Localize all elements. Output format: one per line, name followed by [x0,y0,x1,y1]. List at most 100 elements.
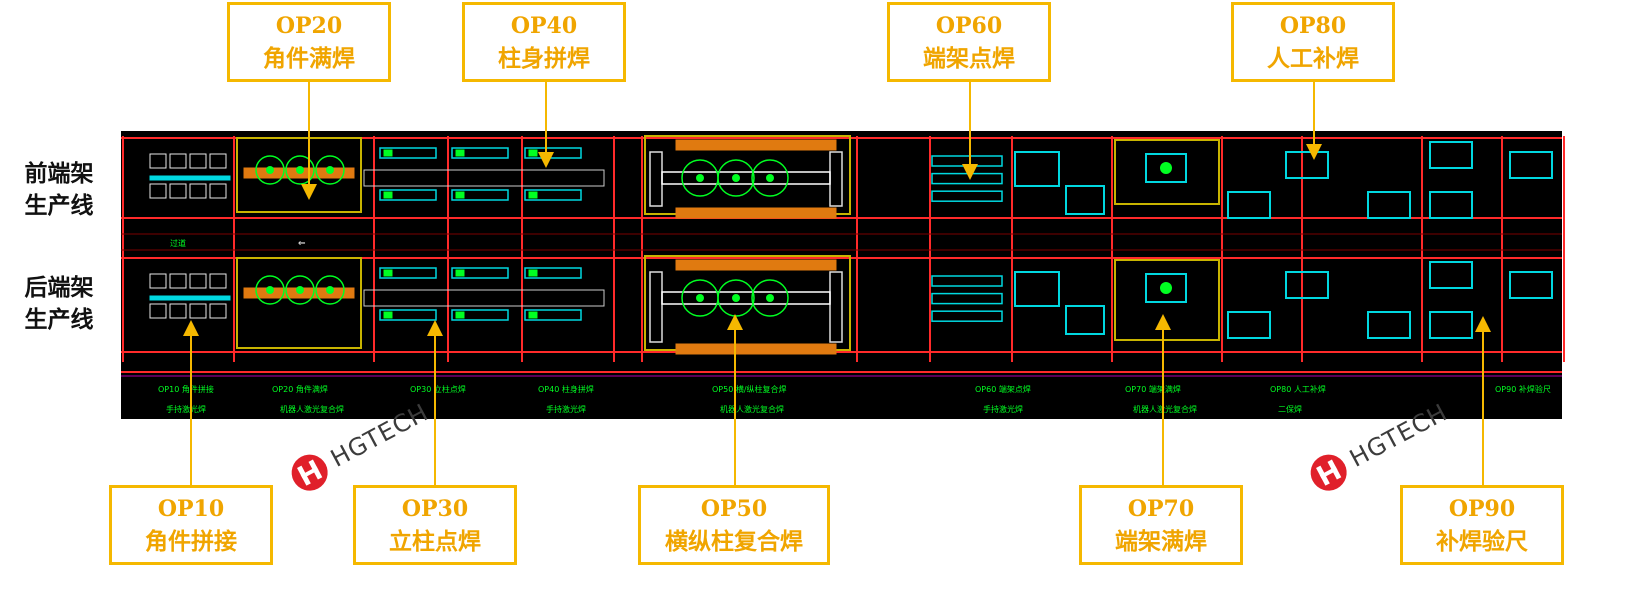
robot-envelope [285,275,315,305]
callout-op50: OP50 横纵柱复合焊 [638,485,830,565]
station-legend-process: 机器人激光复合焊 [720,404,784,414]
welding-table [1367,311,1411,339]
robot-base [266,286,274,294]
callout-op40: OP40 柱身拼焊 [462,2,626,82]
callout-name: 横纵柱复合焊 [665,529,803,555]
robot-base [766,294,774,302]
callout-name: 角件拼接 [145,529,237,555]
station-legend-process: 机器人激光复合焊 [1133,404,1197,414]
callout-name: 补焊验尺 [1436,529,1528,555]
robot-envelope [315,155,345,185]
welding-table [1429,311,1473,339]
fixture-box [149,273,167,289]
clamp [455,191,465,199]
callout-name: 人工补焊 [1267,46,1359,72]
welding-cell [236,257,362,349]
fixture-rail [379,147,437,159]
front-frame-line-label-2: 生产线 [24,193,94,219]
robot-envelope [285,155,315,185]
clamp [383,311,393,319]
station-legend-process: 机器人激光复合焊 [280,404,344,414]
fixture-rail [524,309,582,321]
fixture-rail [451,267,509,279]
robot-envelope [255,155,285,185]
jig-frame [363,289,605,307]
callout-code: OP80 [1279,13,1347,39]
callout-op90: OP90 补焊验尺 [1400,485,1564,565]
station-legend-process: 手持激光焊 [546,404,586,414]
callout-code: OP10 [157,496,225,522]
conveyor-strip [149,295,231,301]
clamp [528,269,538,277]
callout-code: OP20 [275,13,343,39]
station-legend: OP20 角件满焊 [272,384,328,394]
welding-table [1014,151,1060,187]
fixture-box [169,303,187,319]
conveyor [675,259,837,271]
station-legend: OP30 立柱点焊 [410,384,466,394]
clamp [528,311,538,319]
robot-base [296,286,304,294]
fixture-rail [931,190,1003,202]
aisle-label: 过道 [170,238,186,248]
fixture-box [149,183,167,199]
callout-code: OP50 [700,496,768,522]
fixture-box [209,183,227,199]
fixture-box [169,153,187,169]
rear-frame-line-label-1: 后端架 [24,275,94,301]
station-legend: OP10 角件拼接 [158,384,214,394]
fixture-box [189,153,207,169]
station-legend: OP90 补焊验尺 [1495,384,1551,394]
fixture-rail [379,309,437,321]
conveyor [675,207,837,219]
welding-table [1065,305,1105,335]
clamp [455,269,465,277]
robot-base [732,294,740,302]
front-frame-line-label-1: 前端架 [24,161,94,187]
callout-code: OP90 [1448,496,1516,522]
callout-name: 端架点焊 [923,46,1015,72]
aisle-arrow: ⇐ [298,239,306,249]
welding-table [1509,271,1553,299]
fixture-rail [524,267,582,279]
clamp [383,269,393,277]
station-legend-process: 手持激光焊 [166,404,206,414]
fixture-box [169,273,187,289]
fixture-rail [379,189,437,201]
station-legend: OP40 柱身拼焊 [538,384,594,394]
conveyor [675,139,837,151]
fixture-box [209,153,227,169]
hgtech-logo-icon [291,454,328,491]
callout-name: 柱身拼焊 [498,46,590,72]
station-legend: OP50 横/纵柱复合焊 [712,384,787,394]
front-frame-line-label: 前端架 生产线 [4,158,114,222]
robot-base [766,174,774,182]
station-legend: OP70 端架满焊 [1125,384,1181,394]
welding-table [1227,191,1271,219]
hgtech-watermark-right: HGTECH [1302,393,1455,500]
station-legend: OP80 人工补焊 [1270,384,1326,394]
frame-end [649,271,663,343]
robot-base [326,166,334,174]
callout-code: OP40 [510,13,578,39]
callout-op30: OP30 立柱点焊 [353,485,517,565]
fixture-rail [451,309,509,321]
robot-base [732,174,740,182]
callout-op60: OP60 端架点焊 [887,2,1051,82]
frame-end [829,271,843,343]
welding-table [1367,191,1411,219]
fixture-box [169,183,187,199]
callout-name: 角件满焊 [263,46,355,72]
welding-table [1014,271,1060,307]
fixture-box [149,303,167,319]
robot-envelope [717,159,755,197]
welding-table [1145,153,1187,183]
fixture-box [189,183,207,199]
welding-cell [1114,139,1220,205]
callout-op80: OP80 人工补焊 [1231,2,1395,82]
fixture-rail [931,275,1003,287]
callout-code: OP30 [401,496,469,522]
clamp [528,149,538,157]
callout-name: 端架满焊 [1115,529,1207,555]
